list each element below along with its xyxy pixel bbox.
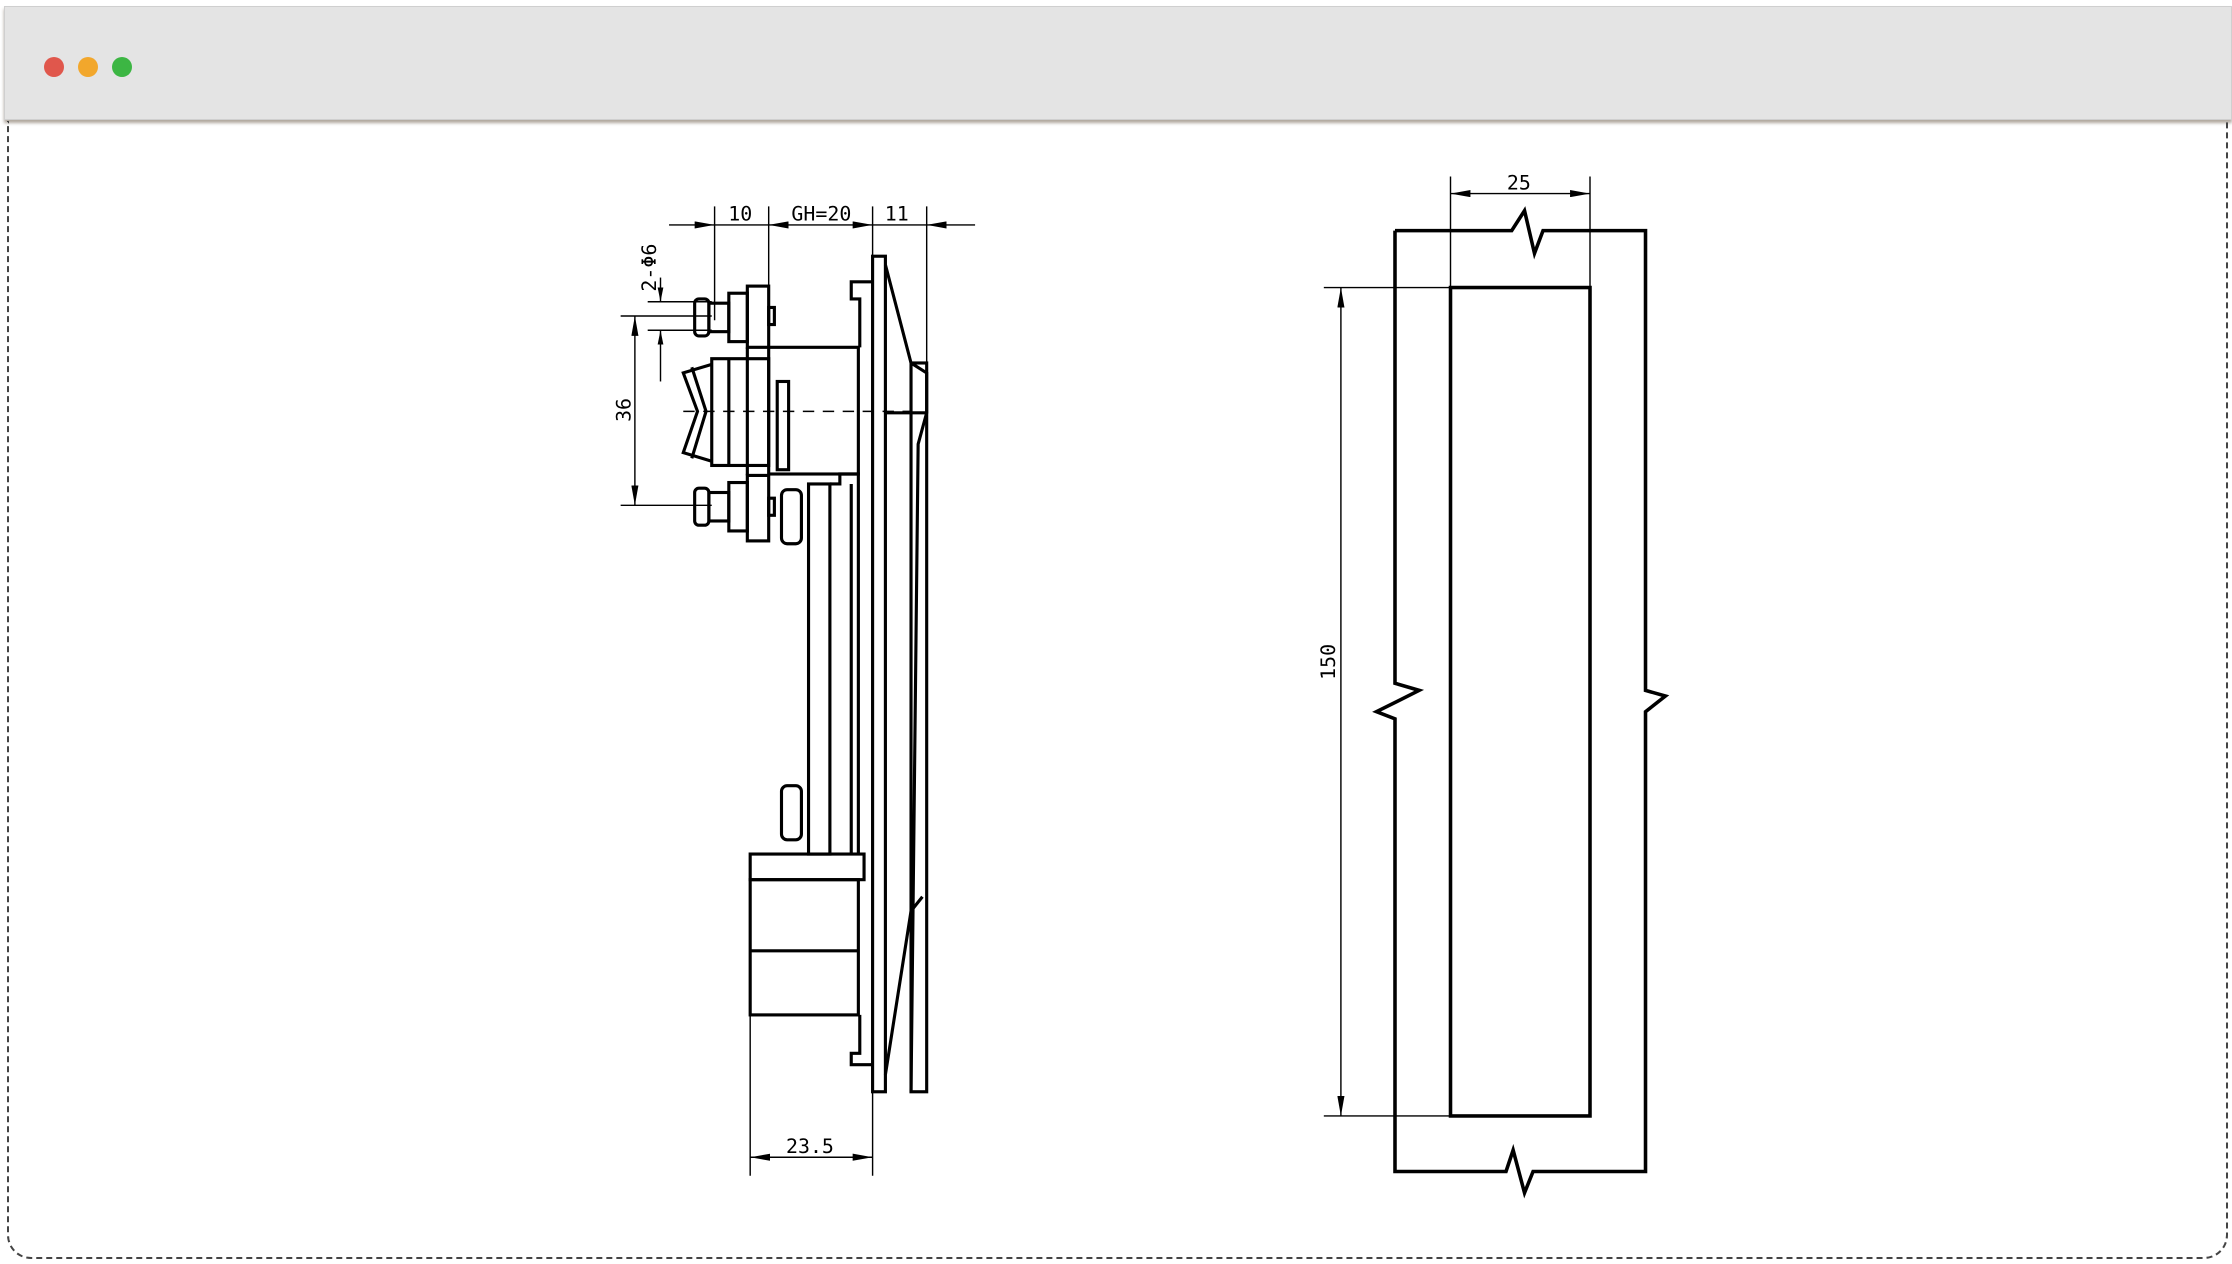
dim-label-gh: GH=20 — [791, 203, 851, 226]
dim-label-36: 36 — [613, 398, 636, 422]
side-view: 10 GH=20 11 2-Φ6 36 23.5 — [613, 203, 976, 1176]
dim-label-25: 25 — [1507, 171, 1531, 194]
dim-label-hole: 2-Φ6 — [638, 244, 661, 292]
content-area — [7, 121, 2228, 1259]
dim-label-11: 11 — [885, 203, 909, 226]
close-button[interactable] — [44, 57, 64, 77]
minimize-button[interactable] — [78, 57, 98, 77]
dim-label-23-5: 23.5 — [786, 1135, 834, 1158]
maximize-button[interactable] — [112, 57, 132, 77]
dim-label-150: 150 — [1317, 644, 1340, 680]
front-view: 25 150 — [1317, 171, 1670, 1199]
window-titlebar — [4, 6, 2232, 120]
dim-label-10: 10 — [728, 203, 752, 226]
